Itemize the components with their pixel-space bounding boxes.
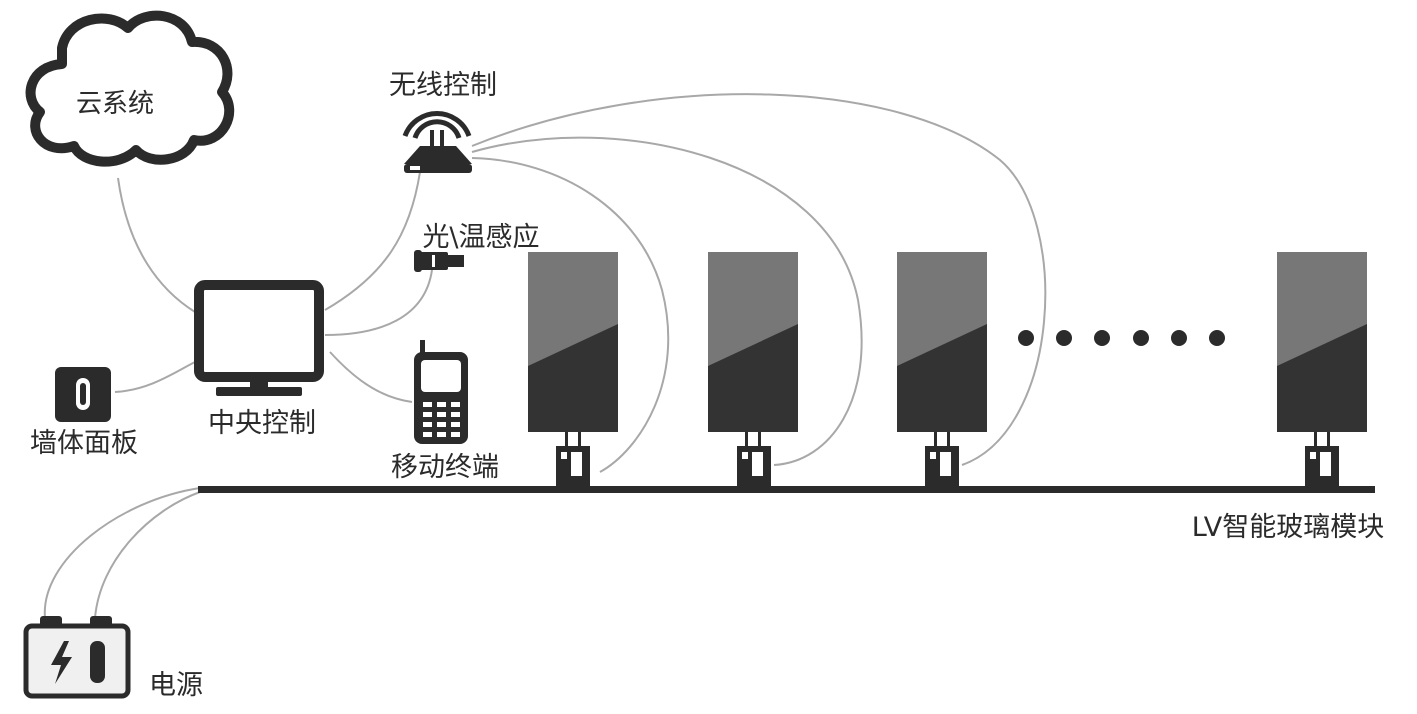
connection-wires [43, 93, 1047, 619]
wire-central-sensor [324, 269, 433, 336]
wire-cloud-central [117, 177, 196, 313]
wall-panel-label: 墙体面板 [30, 428, 138, 459]
sensor-label: 光\温感应 [422, 222, 539, 253]
cloud-label: 云系统 [76, 89, 154, 119]
glass-modules-label: LV智能玻璃模块 [1192, 512, 1385, 543]
glass-panel-1 [528, 252, 618, 486]
mobile-phone-icon [414, 340, 468, 444]
monitor-icon [194, 280, 324, 396]
wall-switch-icon [55, 367, 111, 422]
glass-panel-2 [708, 252, 798, 486]
wire-central-mobile [329, 351, 413, 403]
battery-icon [23, 616, 131, 699]
power-bus-line [198, 486, 1375, 493]
glass-panel-4 [1277, 252, 1367, 486]
wire-wireless-module-2 [471, 136, 863, 466]
power-label: 电源 [149, 670, 203, 701]
glass-panel-3 [897, 252, 987, 486]
wire-panel-central [114, 361, 196, 393]
central-label: 中央控制 [208, 408, 316, 439]
mobile-label: 移动终端 [391, 452, 499, 483]
wireless-label: 无线控制 [389, 70, 497, 101]
cloud-icon [25, 10, 235, 167]
more-modules-ellipsis [1018, 330, 1225, 346]
lightning-bolt-icon [51, 641, 72, 684]
wire-power-bus-a [43, 487, 201, 619]
wifi-router-icon [402, 110, 472, 173]
wire-central-wireless [324, 171, 421, 311]
wire-wireless-module-3 [471, 93, 1047, 466]
wire-wireless-module-1 [471, 157, 670, 473]
wire-power-bus-b [94, 491, 201, 619]
light-temperature-sensor-icon [414, 250, 464, 272]
